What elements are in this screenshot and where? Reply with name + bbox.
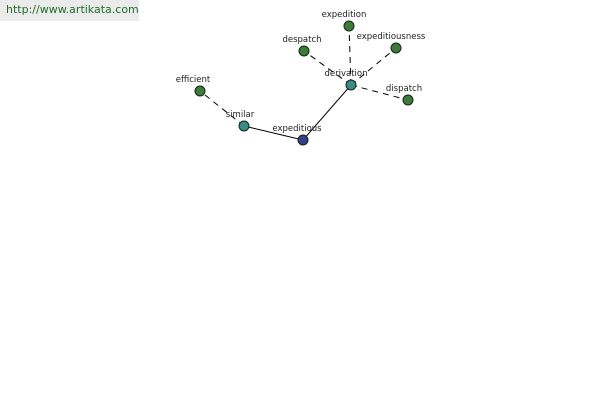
node-expeditiousness[interactable]	[390, 42, 402, 54]
edge-derivation-expedition	[348, 25, 352, 86]
edge-derivation-expeditiousness	[350, 47, 397, 86]
nodes-layer	[194, 20, 414, 146]
node-label-expedition[interactable]: expedition	[322, 10, 367, 20]
node-similar[interactable]	[238, 120, 250, 132]
node-derivation[interactable]	[345, 79, 357, 91]
node-label-despatch[interactable]: despatch	[282, 35, 321, 45]
edge-expeditious-derivation	[302, 84, 352, 141]
node-expedition[interactable]	[343, 20, 355, 32]
node-expeditious[interactable]	[297, 134, 309, 146]
node-dispatch[interactable]	[402, 94, 414, 106]
node-label-similar[interactable]: similar	[226, 110, 255, 120]
node-efficient[interactable]	[194, 85, 206, 97]
node-label-expeditiousness[interactable]: expeditiousness	[357, 32, 426, 42]
node-despatch[interactable]	[298, 45, 310, 57]
edge-expeditious-similar	[243, 125, 304, 141]
edge-derivation-dispatch	[350, 84, 409, 101]
node-label-derivation[interactable]: derivation	[324, 69, 367, 79]
node-label-efficient[interactable]: efficient	[176, 75, 211, 85]
labels-layer: expeditious similar derivation efficient des…	[176, 10, 426, 134]
node-label-dispatch[interactable]: dispatch	[386, 84, 422, 94]
edge-similar-efficient	[199, 90, 245, 127]
edges-layer	[199, 25, 409, 141]
source-url-link[interactable]: http://www.artikata.com	[0, 0, 139, 21]
edge-derivation-despatch	[303, 50, 352, 86]
node-label-expeditious[interactable]: expeditious	[272, 124, 322, 134]
